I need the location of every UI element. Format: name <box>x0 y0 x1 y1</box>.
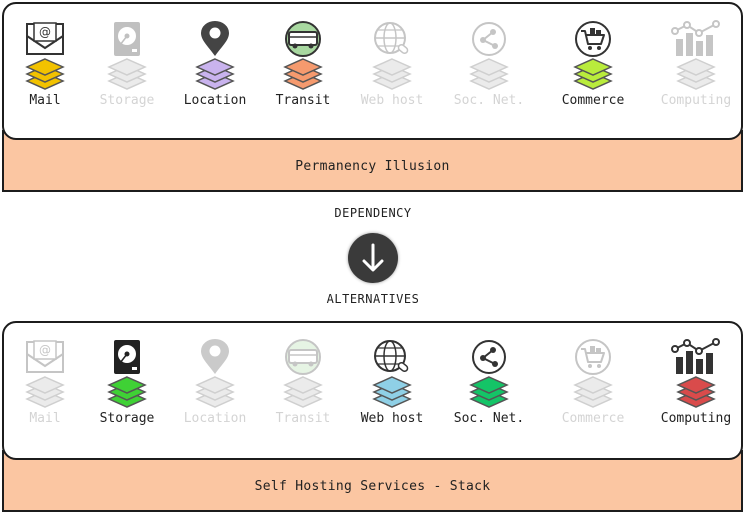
layer-stack-icon <box>347 375 437 409</box>
bottom-service-location: Location <box>170 339 260 426</box>
bus-icon <box>258 339 348 375</box>
service-label: Location <box>183 411 247 426</box>
service-label: Location <box>183 93 247 108</box>
arrow-down-icon <box>348 233 398 283</box>
service-label: Commerce <box>561 411 625 426</box>
top-services-panel <box>2 2 743 140</box>
bottom-service-mail: @ Mail <box>0 339 90 426</box>
service-label: Computing <box>660 93 732 108</box>
service-label: Mail <box>29 411 61 426</box>
service-label: Storage <box>99 93 155 108</box>
top-service-transit: Transit <box>258 21 348 108</box>
service-label: Computing <box>660 411 732 426</box>
layer-stack-icon <box>170 57 260 91</box>
top-service-computing: Computing <box>651 20 741 108</box>
dependency-label: DEPENDENCY <box>334 206 412 220</box>
chart-icon <box>651 338 741 375</box>
shopping-cart-icon <box>548 339 638 375</box>
layer-stack-icon <box>0 375 90 409</box>
layer-stack-icon <box>170 375 260 409</box>
top-service-soc-net: Soc. Net. <box>444 21 534 108</box>
bottom-service-transit: Transit <box>258 339 348 426</box>
svg-text:@: @ <box>39 25 51 39</box>
top-service-storage: Storage <box>82 21 172 108</box>
layer-stack-icon <box>82 57 172 91</box>
service-label: Transit <box>275 93 331 108</box>
chart-icon <box>651 20 741 57</box>
shopping-cart-icon <box>548 21 638 57</box>
svg-text:@: @ <box>39 343 51 357</box>
layer-stack-icon <box>347 57 437 91</box>
bottom-service-web-host: Web host <box>347 339 437 426</box>
service-label: Commerce <box>561 93 625 108</box>
top-service-web-host: Web host <box>347 21 437 108</box>
service-label: Web host <box>360 93 424 108</box>
globe-icon <box>347 339 437 375</box>
hard-drive-icon <box>82 339 172 375</box>
service-label: Storage <box>99 411 155 426</box>
top-service-location: Location <box>170 21 260 108</box>
layer-stack-icon <box>651 57 741 91</box>
bottom-band-label: Self Hosting Services - Stack <box>254 478 491 494</box>
globe-icon <box>347 21 437 57</box>
bottom-service-computing: Computing <box>651 338 741 426</box>
layer-stack-icon <box>548 375 638 409</box>
layer-stack-icon <box>444 57 534 91</box>
alternatives-label: ALTERNATIVES <box>326 292 420 306</box>
bus-icon <box>258 21 348 57</box>
share-icon <box>444 339 534 375</box>
service-label: Mail <box>29 93 61 108</box>
share-icon <box>444 21 534 57</box>
layer-stack-icon <box>444 375 534 409</box>
map-pin-icon <box>170 339 260 375</box>
service-label: Web host <box>360 411 424 426</box>
layer-stack-icon <box>0 57 90 91</box>
bottom-service-storage: Storage <box>82 339 172 426</box>
envelope-icon: @ <box>0 339 90 375</box>
top-service-mail: @ Mail <box>0 21 90 108</box>
service-label: Soc. Net. <box>453 411 525 426</box>
layer-stack-icon <box>82 375 172 409</box>
layer-stack-icon <box>651 375 741 409</box>
bottom-service-commerce: Commerce <box>548 339 638 426</box>
service-label: Soc. Net. <box>453 93 525 108</box>
service-label: Transit <box>275 411 331 426</box>
layer-stack-icon <box>548 57 638 91</box>
top-service-commerce: Commerce <box>548 21 638 108</box>
hard-drive-icon <box>82 21 172 57</box>
top-band-label: Permanency Illusion <box>295 158 450 174</box>
layer-stack-icon <box>258 375 348 409</box>
layer-stack-icon <box>258 57 348 91</box>
bottom-service-soc-net: Soc. Net. <box>444 339 534 426</box>
envelope-icon: @ <box>0 21 90 57</box>
map-pin-icon <box>170 21 260 57</box>
